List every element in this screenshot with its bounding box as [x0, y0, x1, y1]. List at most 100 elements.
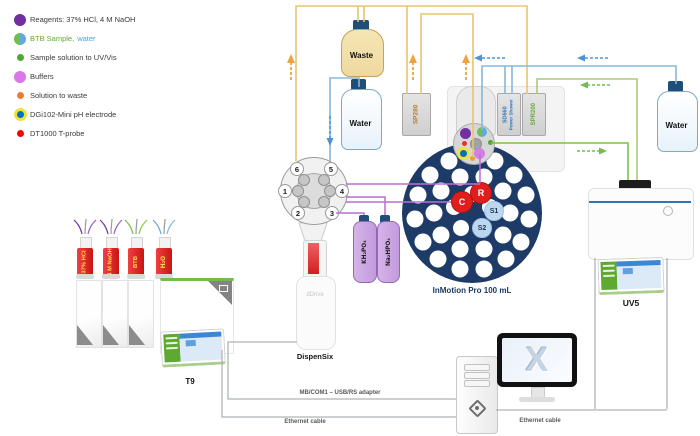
uvvis-out-dot [488, 140, 493, 145]
tprobe-dot [462, 141, 467, 146]
valve-port-4: 4 [335, 184, 349, 198]
inmotion-caption: InMotion Pro 100 mL [432, 286, 512, 295]
tower-bay [464, 380, 490, 387]
legend-label: Reagents: 37% HCl, 4 M NaOH [30, 15, 136, 24]
legend: Reagents: 37% HCl, 4 M NaOH BTB Sample, … [10, 10, 240, 143]
buffer1-label: KH₂PO₄ [361, 240, 368, 264]
buffer-tube-dot [474, 148, 485, 159]
legend-label: Buffers [30, 72, 54, 81]
tower-bay [464, 364, 490, 371]
valve-port-hole [318, 196, 330, 208]
reagent1-bottle: 37% HCl [77, 248, 93, 276]
legend-label: DT1000 T-probe [30, 129, 85, 138]
ph-electrode-dot-icon [13, 108, 27, 121]
uv5-stripe [589, 201, 691, 203]
buffer1-cap [359, 215, 369, 223]
t9-corner-icon [219, 285, 228, 292]
valve-port-hole [292, 185, 304, 197]
legend-item: Reagents: 37% HCl, 4 M NaOH [10, 10, 240, 29]
reagent4-bottle: H₂O [156, 248, 172, 276]
buffer2-cap [380, 215, 390, 223]
tprobe-dot-icon [16, 130, 24, 137]
position-s1-beaker: S1 [484, 201, 504, 221]
burette-liquid [308, 243, 319, 274]
uvvis-dot-icon [16, 54, 24, 61]
position-s2-beaker: S2 [472, 218, 492, 238]
buffer2-bottle: Na₂HPO₄ [377, 221, 400, 283]
position-c-beaker: C [451, 191, 473, 213]
t9-terminal [160, 328, 226, 368]
uv5-screen [616, 259, 662, 290]
waste-out-dot [470, 156, 475, 161]
uv5-cap [619, 180, 651, 190]
pump-spr200: SPR200 [522, 93, 546, 136]
monitor-screen: X [502, 338, 572, 382]
ph-electrode-dot [457, 147, 470, 160]
legend-label: Solution to waste [30, 91, 88, 100]
reagent3-base [127, 274, 145, 279]
valve-port-1: 1 [278, 184, 292, 198]
t9-caption: T9 [185, 377, 195, 386]
valve-port-2: 2 [291, 206, 305, 220]
legend-label: BTB Sample, [30, 34, 75, 43]
stand-corner [129, 325, 145, 345]
valve-port-5: 5 [324, 162, 338, 176]
legend-item: DGi102-Mini pH electrode [10, 105, 240, 124]
dispenser-drive [296, 276, 336, 350]
waste-dot-icon [16, 92, 24, 99]
buffers-dot-icon [14, 70, 26, 83]
stand-corner [103, 325, 119, 345]
t9-screen [179, 331, 223, 362]
uv5-caption: UV5 [622, 298, 640, 308]
tower-logo-dot [474, 405, 479, 410]
reagent2-base [102, 274, 120, 279]
reagent1-base [76, 274, 94, 279]
position-r-beaker: R [470, 182, 492, 204]
uv5-power-icon [663, 206, 673, 216]
reagent4-base [155, 274, 173, 279]
buffer2-label: Na₂HPO₄ [385, 238, 392, 266]
dispenser-caption: DispenSix [296, 352, 334, 361]
buffer1-bottle: KH₂PO₄ [353, 221, 377, 283]
adapter-cable-label: MB/COM1 – USB/RS adapter [299, 390, 381, 396]
labx-logo: X [525, 340, 549, 379]
reagent-tube-dot [460, 128, 471, 139]
ethernet-cable-left-label: Ethernet cable [284, 419, 326, 425]
uv5-terminal [597, 256, 665, 296]
pump-spr200-label: SPR200 [530, 103, 537, 126]
reagent3-label: BTB [132, 256, 139, 268]
dispenser-drive-label: dDrive [306, 292, 324, 298]
pump-sd660-line2: Power Shower [508, 98, 514, 131]
pump-sd660-line1: SD660 [502, 106, 509, 123]
reagent2-bottle: 4 M NaOH [103, 248, 119, 276]
legend-item: DT1000 T-probe [10, 124, 240, 143]
valve-port-3: 3 [325, 206, 339, 220]
valve-port-hole [298, 174, 310, 186]
reagent2-label: 4 M NaOH [107, 248, 114, 276]
monitor-base [519, 397, 555, 402]
legend-item: BTB Sample, water [10, 29, 240, 48]
pump-sp280: SP280 [402, 93, 431, 136]
legend-label: DGi102-Mini pH electrode [30, 110, 117, 119]
legend-label2: water [77, 34, 96, 43]
t9-menu [163, 333, 181, 363]
water-left-label: Water [349, 119, 372, 128]
reagents-dot-icon [14, 13, 26, 26]
reagent4-label: H₂O [160, 255, 167, 269]
water-right-label: Water [665, 121, 688, 130]
uv5-body [588, 188, 694, 260]
ethernet-cable-right-label: Ethernet cable [519, 418, 561, 424]
legend-item: Sample solution to UV/Vis [10, 48, 240, 67]
pump-sd660: SD660 Power Shower [497, 93, 521, 136]
pump-sd660-label: SD660 Power Shower [502, 98, 515, 131]
valve-port-hole [318, 174, 330, 186]
legend-item: Buffers [10, 67, 240, 86]
valve-port-hole [298, 196, 310, 208]
pump-sp280-label: SP280 [412, 104, 420, 125]
legend-label: Sample solution to UV/Vis [30, 53, 117, 62]
legend-item: Solution to waste [10, 86, 240, 105]
stand-corner [77, 325, 93, 345]
tower-bay [464, 372, 490, 379]
reagent3-bottle: BTB [128, 248, 144, 276]
